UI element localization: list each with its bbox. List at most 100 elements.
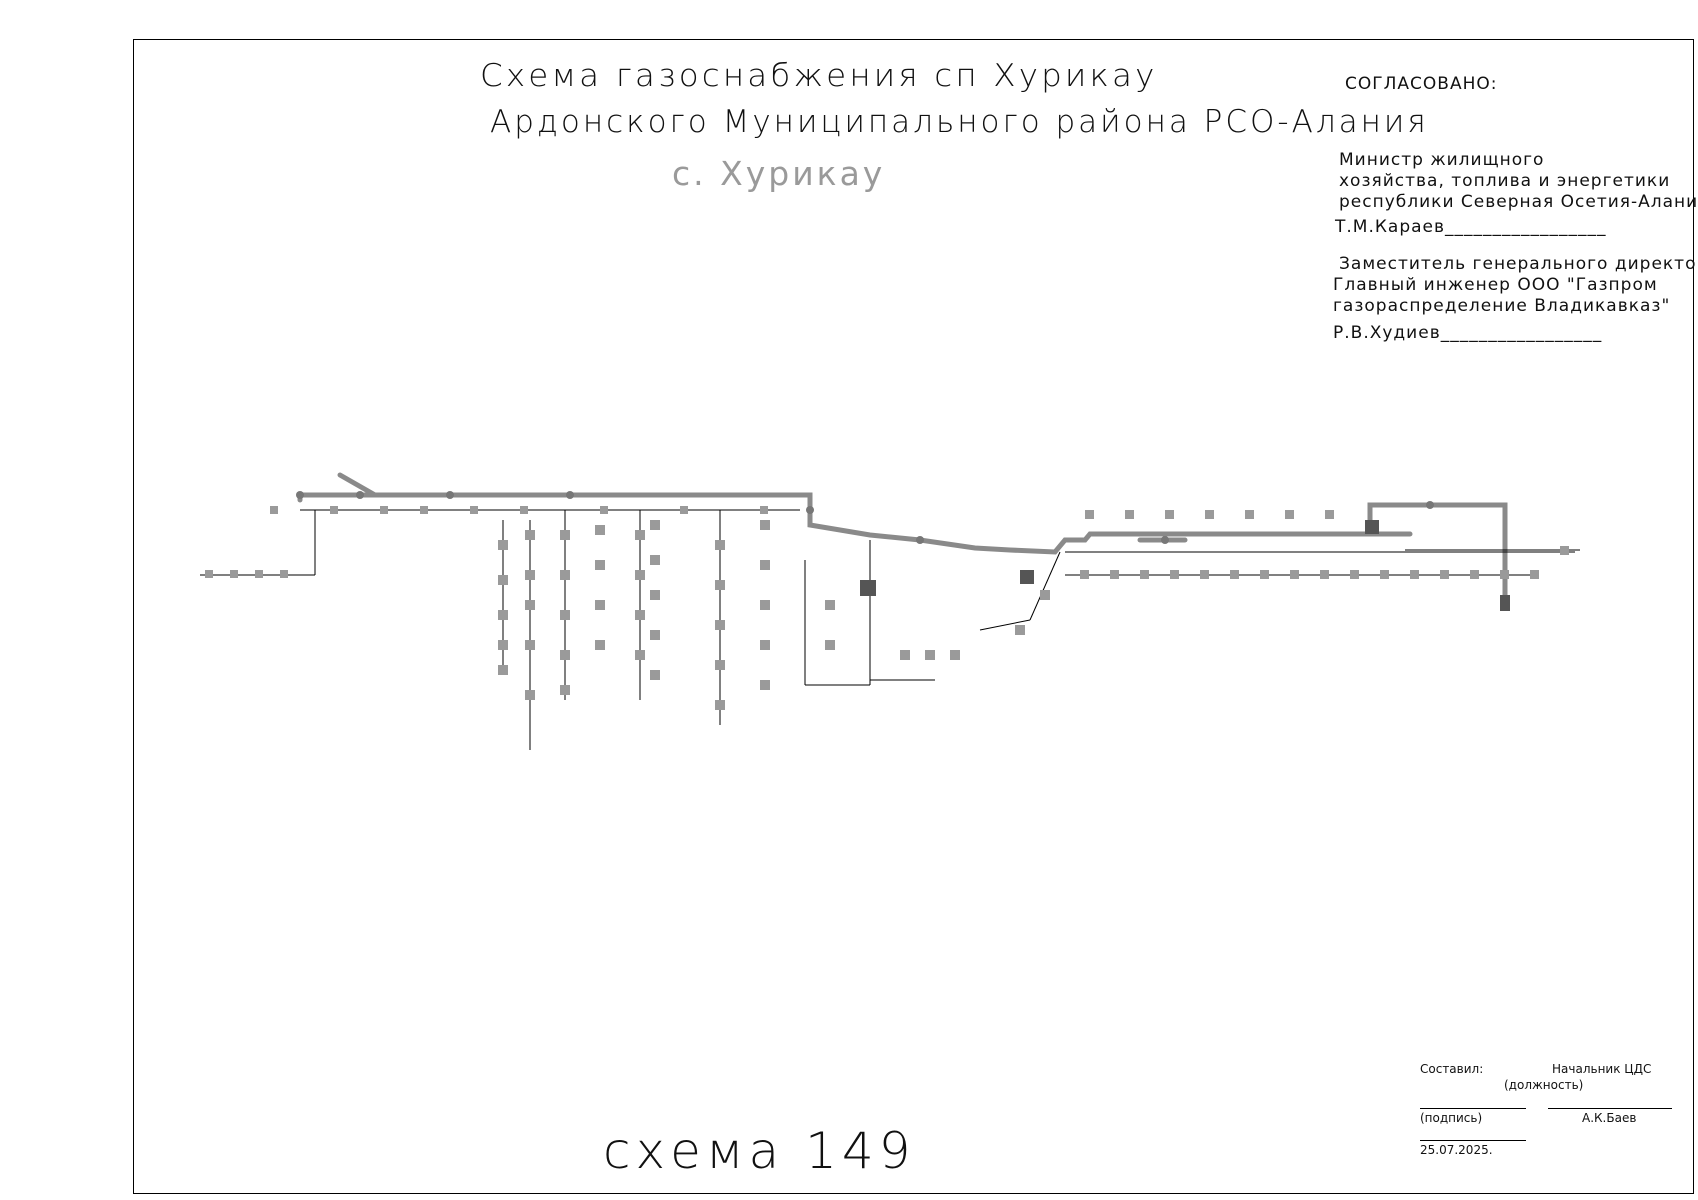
consumer-node bbox=[560, 570, 570, 580]
regulator-station bbox=[860, 580, 876, 596]
regulator-station bbox=[1500, 595, 1510, 611]
consumer-node bbox=[650, 630, 660, 640]
consumer-node bbox=[635, 530, 645, 540]
consumer-node bbox=[650, 670, 660, 680]
approval-1-line-1: Министр жилищного bbox=[1339, 150, 1545, 170]
consumer-node bbox=[1530, 570, 1539, 579]
title-line-3: с. Хурикау bbox=[672, 154, 886, 193]
consumer-node bbox=[760, 600, 770, 610]
consumer-node bbox=[525, 690, 535, 700]
approval-heading: СОГЛАСОВАНО: bbox=[1345, 74, 1498, 94]
consumer-node bbox=[825, 640, 835, 650]
consumer-node bbox=[825, 600, 835, 610]
signature-line bbox=[1420, 1108, 1526, 1109]
consumer-node bbox=[950, 650, 960, 660]
consumer-node bbox=[1470, 570, 1479, 579]
consumer-node bbox=[760, 680, 770, 690]
consumer-node bbox=[1290, 570, 1299, 579]
consumer-node bbox=[1320, 570, 1329, 579]
consumer-node bbox=[1380, 570, 1389, 579]
consumer-node bbox=[715, 700, 725, 710]
consumer-node bbox=[1165, 510, 1174, 519]
consumer-node bbox=[560, 530, 570, 540]
stamp-compiled-label: Составил: bbox=[1420, 1062, 1484, 1076]
title-line-2: Ардонского Муниципального района РСО-Ала… bbox=[490, 104, 1429, 140]
consumer-node bbox=[900, 650, 910, 660]
consumer-node bbox=[560, 610, 570, 620]
consumer-node bbox=[595, 525, 605, 535]
consumer-node bbox=[1245, 510, 1254, 519]
approval-2-line-3: газораспределение Владикавказ" bbox=[1333, 296, 1671, 316]
name-line bbox=[1548, 1108, 1672, 1109]
consumer-node bbox=[760, 640, 770, 650]
stamp-name: А.К.Баев bbox=[1582, 1111, 1637, 1125]
consumer-node bbox=[1110, 570, 1119, 579]
valve-marker bbox=[446, 491, 454, 499]
consumer-node bbox=[1085, 510, 1094, 519]
valve-marker bbox=[566, 491, 574, 499]
consumer-node bbox=[715, 620, 725, 630]
consumer-node bbox=[270, 506, 278, 514]
valve-marker bbox=[296, 491, 304, 499]
consumer-node bbox=[1325, 510, 1334, 519]
stamp-position-value: Начальник ЦДС bbox=[1552, 1062, 1652, 1076]
stamp-position-label: (должность) bbox=[1504, 1078, 1584, 1092]
consumer-node bbox=[520, 506, 528, 514]
consumer-node bbox=[1200, 570, 1209, 579]
valve-marker bbox=[356, 491, 364, 499]
consumer-node bbox=[635, 650, 645, 660]
valve-marker bbox=[806, 506, 814, 514]
valve-marker bbox=[1426, 501, 1434, 509]
scheme-number: схема 149 bbox=[603, 1122, 916, 1180]
consumer-node bbox=[230, 570, 238, 578]
consumer-node bbox=[1230, 570, 1239, 579]
consumer-node bbox=[650, 590, 660, 600]
consumer-node bbox=[498, 540, 508, 550]
consumer-node bbox=[1015, 625, 1025, 635]
consumer-node bbox=[1500, 570, 1509, 579]
consumer-node bbox=[680, 506, 688, 514]
consumer-node bbox=[255, 570, 263, 578]
approval-1-line-3: республики Северная Осетия-Алания bbox=[1339, 192, 1698, 212]
consumer-node bbox=[635, 610, 645, 620]
drawing-frame bbox=[133, 39, 1694, 1194]
consumer-node bbox=[280, 570, 288, 578]
consumer-node bbox=[715, 660, 725, 670]
consumer-node bbox=[715, 540, 725, 550]
consumer-node bbox=[1410, 570, 1419, 579]
consumer-node bbox=[1440, 570, 1449, 579]
consumer-node bbox=[650, 520, 660, 530]
consumer-node bbox=[330, 506, 338, 514]
approval-block-2: Заместитель генерального директора- Глав… bbox=[1333, 254, 1698, 344]
consumer-node bbox=[1285, 510, 1294, 519]
east-consumer-nodes bbox=[1080, 510, 1569, 611]
consumer-node bbox=[1560, 546, 1569, 555]
consumer-node bbox=[1350, 570, 1359, 579]
consumer-node bbox=[525, 600, 535, 610]
consumer-node bbox=[470, 506, 478, 514]
consumer-node bbox=[498, 610, 508, 620]
consumer-node bbox=[525, 530, 535, 540]
valve-marker bbox=[1161, 536, 1169, 544]
consumer-node bbox=[560, 685, 570, 695]
approval-1-line-2: хозяйства, топлива и энергетики bbox=[1339, 171, 1671, 191]
stamp-signature-label: (подпись) bbox=[1420, 1111, 1483, 1125]
consumer-node bbox=[1125, 510, 1134, 519]
stamp-date: 25.07.2025. bbox=[1420, 1143, 1493, 1157]
consumer-node bbox=[760, 520, 770, 530]
consumer-node bbox=[205, 570, 213, 578]
consumer-node bbox=[650, 555, 660, 565]
consumer-node bbox=[498, 640, 508, 650]
consumer-node bbox=[525, 640, 535, 650]
approval-2-line-2: Главный инженер ООО "Газпром bbox=[1333, 275, 1658, 295]
valve-markers bbox=[296, 491, 1434, 544]
consumer-node bbox=[635, 570, 645, 580]
distribution-lines bbox=[200, 509, 1580, 750]
approval-2-signature: Р.В.Худиев_________________ bbox=[1333, 323, 1603, 343]
consumer-node bbox=[925, 650, 935, 660]
consumer-node bbox=[560, 650, 570, 660]
consumer-node bbox=[1260, 570, 1269, 579]
consumer-node bbox=[600, 506, 608, 514]
consumer-node bbox=[1140, 570, 1149, 579]
